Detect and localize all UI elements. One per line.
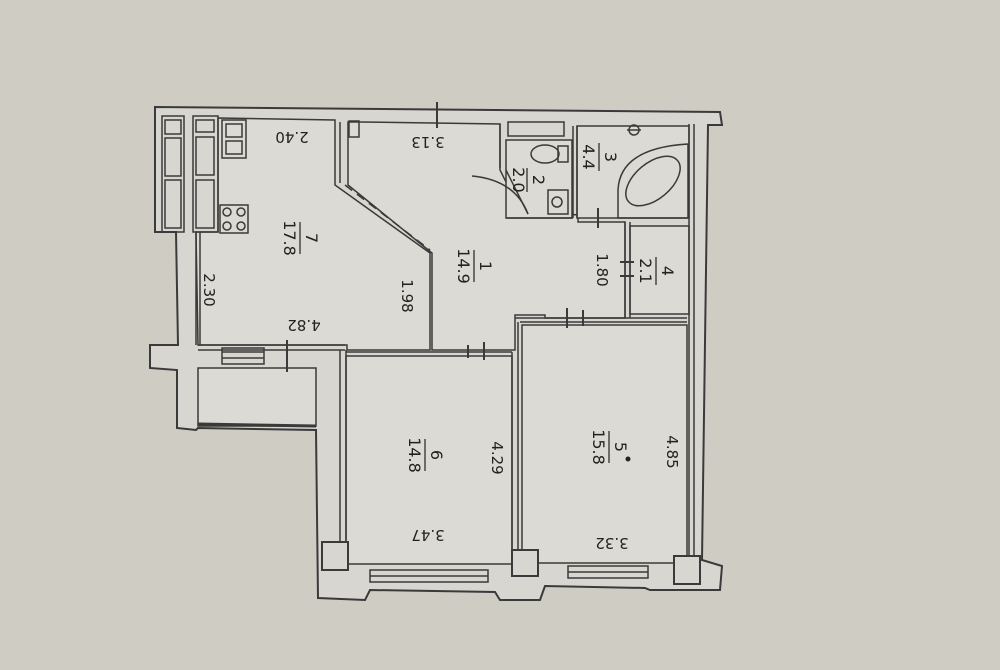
dim-room5-bottom: 3.32 — [595, 534, 628, 552]
room-label-closet: 4 2.1 — [636, 257, 677, 285]
room-number: 5 — [611, 442, 630, 452]
window-kitchen — [221, 347, 265, 365]
window-room6 — [369, 569, 489, 583]
room-area: 14.8 — [405, 437, 424, 473]
room-label-wc: 2 2.0 — [509, 167, 548, 192]
kitchen-fixtures — [161, 115, 360, 234]
wc-shelf — [507, 121, 565, 137]
room-label-room6: 6 14.8 — [405, 437, 446, 473]
washbasin-icon — [547, 189, 569, 215]
room-number: 1 — [476, 261, 495, 271]
room-area: 2.0 — [509, 167, 528, 192]
dim-room6-bottom: 3.47 — [411, 526, 444, 544]
open-passage-dashed — [344, 184, 431, 251]
room-label-kitchen: 7 17.8 — [280, 220, 321, 256]
room-number: 6 — [427, 450, 446, 460]
dim-kitchen-top: 2.40 — [275, 128, 308, 146]
room-area: 17.8 — [280, 220, 299, 256]
door-swing — [471, 169, 529, 215]
dim-kitchen-right: 1.98 — [398, 279, 416, 312]
room-number: 4 — [658, 266, 677, 276]
room-labels: 7 17.8 1 14.9 2 2.0 3 4.4 4 2.1 5 15.8 — [280, 143, 677, 473]
column-right — [673, 555, 701, 585]
toilet-icon — [530, 144, 569, 164]
column-middle — [511, 549, 539, 577]
room-number: 2 — [529, 175, 548, 185]
room-label-room5: 5 15.8 — [589, 429, 630, 465]
room-area: 2.1 — [636, 258, 655, 283]
dim-room5-right: 4.85 — [663, 435, 681, 468]
dimension-labels: 2.40 2.30 4.82 1.98 3.13 1.80 4.29 3.47 … — [200, 128, 681, 552]
wall-lines — [195, 122, 695, 564]
kitchen-shaft — [348, 120, 360, 138]
sink-icon — [221, 119, 247, 159]
balcony-floor — [197, 367, 317, 427]
room-area: 14.9 — [454, 248, 473, 284]
dim-hall-right: 1.80 — [593, 253, 611, 286]
bath-floor — [576, 125, 690, 219]
balcony-rail — [197, 422, 317, 428]
stove-icon — [219, 204, 249, 234]
room-label-bath: 3 4.4 — [579, 143, 620, 171]
windows — [197, 347, 649, 583]
room5-marker-dot — [625, 456, 631, 462]
dim-kitchen-bottom: 4.82 — [287, 316, 320, 334]
dim-kitchen-left: 2.30 — [200, 273, 218, 306]
room-area: 4.4 — [579, 144, 598, 169]
room-number: 7 — [302, 233, 321, 243]
bathtub-icon — [617, 124, 689, 219]
column-left — [321, 541, 349, 571]
room5-floor — [521, 324, 688, 564]
columns — [321, 541, 701, 585]
dim-hall-top: 3.13 — [411, 133, 444, 151]
window-room5 — [567, 565, 649, 579]
room-number: 3 — [601, 152, 620, 162]
kitchen-window-frame — [161, 115, 185, 233]
closet-floor — [629, 225, 690, 315]
door-ticks — [286, 102, 634, 372]
dim-room6-right: 4.29 — [488, 441, 506, 474]
room-floors — [195, 117, 690, 565]
counter — [192, 115, 219, 233]
room-label-hall: 1 14.9 — [454, 248, 495, 284]
wc-fixtures — [507, 121, 569, 215]
room-area: 15.8 — [589, 429, 608, 465]
